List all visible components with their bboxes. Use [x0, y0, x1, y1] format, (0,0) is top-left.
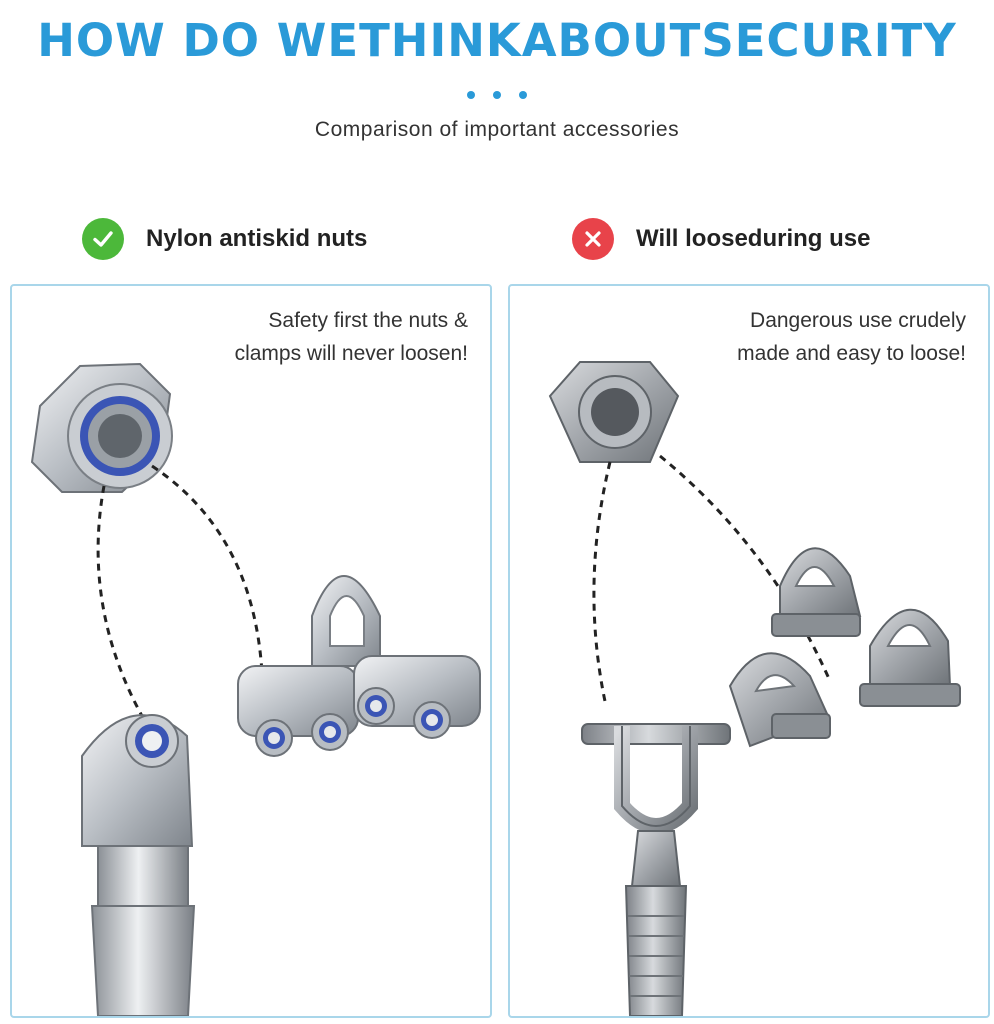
dashed-connector — [592, 461, 612, 707]
turnbuckle-clevis — [581, 723, 731, 1016]
cross-icon — [572, 218, 614, 260]
check-icon — [82, 218, 124, 260]
left-heading-label: Nylon antiskid nuts — [146, 225, 368, 252]
plain-nut-illustration — [548, 361, 961, 1016]
wire-rope-clamps — [237, 575, 481, 757]
title-dots-decoration — [0, 86, 994, 104]
dot — [467, 91, 475, 99]
dashed-connector — [96, 485, 144, 717]
right-caption-line: made and easy to loose! — [737, 342, 966, 365]
right-caption: Dangerous use crudely made and easy to l… — [636, 304, 966, 370]
left-caption-line: clamps will never loosen! — [234, 342, 468, 365]
dot — [493, 91, 501, 99]
crude-wire-clamps — [728, 547, 961, 748]
turnbuckle-jaw — [81, 714, 196, 1016]
plain-hex-nut — [548, 361, 680, 463]
left-comparison-panel: Safety first the nuts & clamps will neve… — [10, 284, 492, 1018]
nylon-lock-nut — [30, 362, 173, 493]
left-caption: Safety first the nuts & clamps will neve… — [138, 304, 468, 370]
nylon-nut-illustration — [30, 362, 481, 1016]
page-title: HOW DO WETHINKABOUTSECURITY — [37, 14, 957, 67]
right-column-heading: Will looseduring use — [572, 218, 870, 260]
right-caption-line: Dangerous use crudely — [750, 309, 966, 332]
dashed-connector — [659, 454, 832, 682]
left-column-heading: Nylon antiskid nuts — [82, 218, 367, 260]
dot — [519, 91, 527, 99]
page-subtitle: Comparison of important accessories — [314, 118, 680, 141]
right-heading-label: Will looseduring use — [636, 225, 871, 252]
left-caption-line: Safety first the nuts & — [268, 309, 468, 332]
right-comparison-panel: Dangerous use crudely made and easy to l… — [508, 284, 990, 1018]
